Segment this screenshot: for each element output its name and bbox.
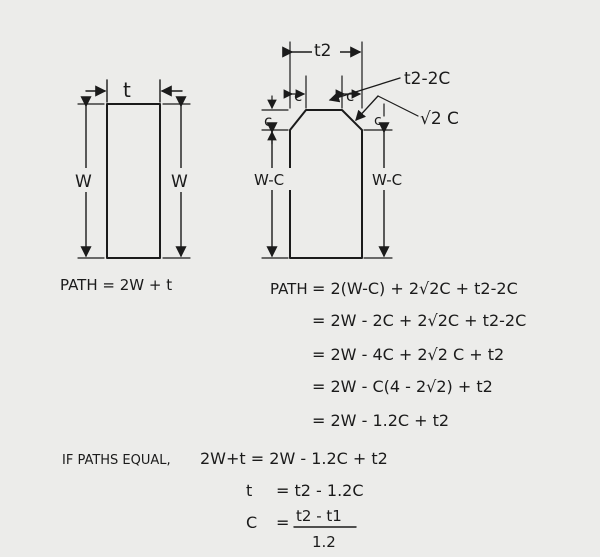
chamfered-rectangle [289,109,363,259]
side-right-c-label: c [374,113,382,129]
path-right-line-1: = 2(W-C) + 2√2C + t2-2C [312,279,518,298]
right-w-label: W [171,172,188,192]
left-rectangle-figure: t W W [74,78,193,259]
side-left-c-label: c [264,112,272,130]
t2-label: t2 [314,41,331,61]
c-solve-lhs: C [246,513,257,532]
path-right-line-3: = 2W - 4C + 2√2 C + t2 [312,345,504,364]
left-w-label: W [75,172,92,192]
equations-block: PATH = 2W + t PATH = 2(W-C) + 2√2C + t2-… [60,276,526,551]
c-numerator: t2 - t1 [296,507,342,525]
callout-arrow-diag [355,95,379,121]
path-right-prefix: PATH [270,280,308,298]
path-right-line-5: = 2W - 1.2C + t2 [312,411,449,430]
right-chamfered-figure: t2 c c t2-2C √2 C c c W-C W-C [252,38,459,259]
t-label: t [123,78,131,102]
sqrt2c-label: √2 C [420,109,459,129]
path-right-line-4: = 2W - C(4 - 2√2) + t2 [312,377,493,396]
c-denominator: 1.2 [312,533,336,551]
condition-equation: 2W+t = 2W - 1.2C + t2 [200,449,388,468]
right-wc-label: W-C [372,171,402,189]
left-wc-label: W-C [254,171,284,189]
callout-arrow-top [328,77,401,103]
t-solve-rhs: = t2 - 1.2C [276,481,364,500]
condition-label: IF PATHS EQUAL, [62,453,171,468]
path-left-equation: PATH = 2W + t [60,276,172,294]
path-right-line-2: = 2W - 2C + 2√2C + t2-2C [312,311,526,330]
top-left-c-label: c [294,87,302,105]
left-rectangle [106,103,161,259]
top-right-c-label: c [346,87,354,105]
t-solve-lhs: t [246,481,252,500]
t2-2c-label: t2-2C [404,69,450,89]
c-solve-eq: = [276,513,289,532]
